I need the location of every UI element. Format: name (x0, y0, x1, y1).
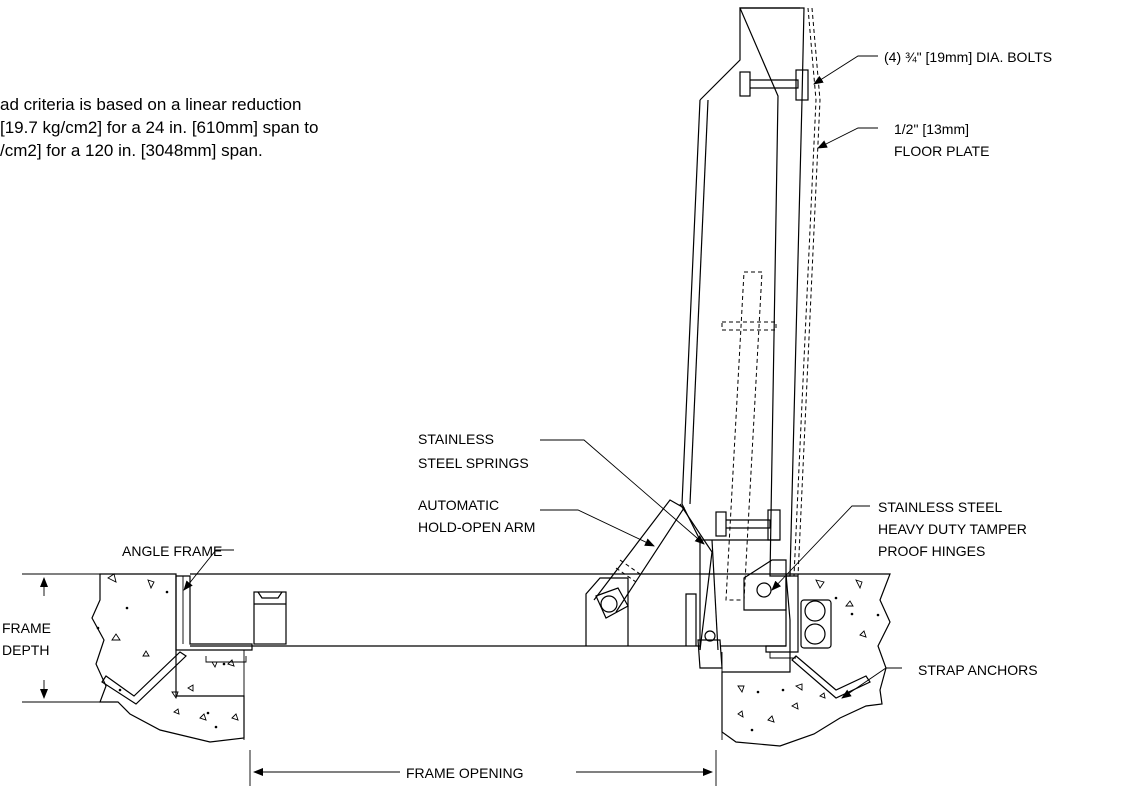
left-concrete (91, 573, 245, 743)
right-strap-anchor (791, 655, 871, 699)
left-aggregate (96, 573, 239, 729)
right-aggregate (737, 579, 880, 732)
label-frame-depth-2: DEPTH (2, 642, 49, 658)
label-floor-plate-1: 1/2" [13mm] (894, 121, 969, 137)
right-concrete (721, 573, 891, 747)
label-frame-opening: FRAME OPENING (406, 765, 523, 781)
label-springs-1: STAINLESS (418, 431, 494, 447)
note-line-2: [19.7 kg/cm2] for a 24 in. [610mm] span … (0, 118, 319, 137)
hinge (743, 559, 787, 611)
spring-rod (679, 503, 723, 669)
label-arm-1: AUTOMATIC (418, 497, 499, 513)
label-floor-plate-2: FLOOR PLATE (894, 143, 989, 159)
left-angle-frame (175, 575, 253, 651)
note-line-3: /cm2] for a 120 in. [3048mm] span. (0, 141, 263, 160)
open-cover (681, 7, 821, 577)
label-frame-depth-1: FRAME (2, 620, 51, 636)
label-strap-anchors: STRAP ANCHORS (918, 662, 1038, 678)
hold-open-arm (593, 499, 685, 619)
load-criteria-note: ad criteria is based on a linear reducti… (0, 93, 318, 162)
left-hex-bolt (253, 591, 287, 645)
top-bolt (739, 69, 809, 101)
leaders (183, 55, 902, 699)
left-strap-anchor (101, 651, 187, 705)
label-springs-2: STEEL SPRINGS (418, 455, 529, 471)
label-arm-2: HOLD-OPEN ARM (418, 519, 535, 535)
frame-gutter (190, 573, 786, 740)
note-line-1: ad criteria is based on a linear reducti… (0, 95, 302, 114)
label-hinges-2: HEAVY DUTY TAMPER (878, 521, 1027, 537)
label-hinges-1: STAINLESS STEEL (878, 499, 1002, 515)
arm-bracket (585, 577, 629, 646)
label-bolts: (4) ¾" [19mm] DIA. BOLTS (884, 49, 1052, 65)
spring-dashed (721, 271, 777, 601)
label-angle-frame: ANGLE FRAME (122, 543, 222, 559)
label-hinges-3: PROOF HINGES (878, 543, 985, 559)
frame-depth-dimension (22, 573, 100, 703)
frame-opening-dimension (249, 750, 717, 786)
